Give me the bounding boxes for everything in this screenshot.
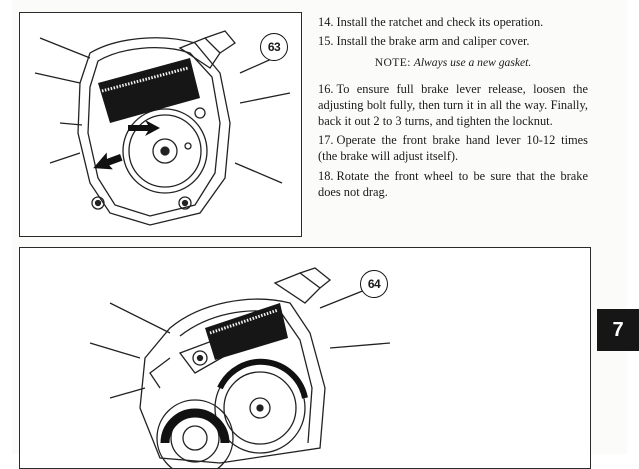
figure-64: 64 bbox=[19, 247, 591, 469]
figure-63: 63 bbox=[19, 12, 302, 237]
step-text: Install the ratchet and check its operat… bbox=[336, 15, 544, 29]
step-text: Install the brake arm and caliper cover. bbox=[336, 34, 530, 49]
note-label: NOTE: bbox=[374, 56, 411, 70]
step-number: 18. bbox=[318, 168, 334, 183]
note-body: Always use a new gasket. bbox=[413, 56, 532, 70]
instruction-step: 17.Operate the front brake hand lever 10… bbox=[318, 132, 588, 164]
figure-number-badge: 63 bbox=[260, 33, 288, 61]
brake-caliper-illustration-63 bbox=[34, 30, 291, 226]
instruction-text: 14.Install the ratchet and check its ope… bbox=[318, 14, 588, 203]
note: NOTE: Always use a new gasket. bbox=[318, 55, 588, 71]
brake-assembly-illustration-64 bbox=[89, 267, 391, 468]
chapter-tab: 7 bbox=[597, 309, 639, 351]
step-number: 16. bbox=[318, 81, 334, 96]
step-number: 17. bbox=[318, 133, 334, 148]
instruction-step: 18.Rotate the front wheel to be sure tha… bbox=[318, 168, 588, 200]
step-number: 15. bbox=[318, 34, 334, 49]
figure-number-badge: 64 bbox=[360, 270, 388, 298]
step-text: To ensure full brake lever release, loos… bbox=[318, 81, 588, 129]
step-text: Rotate the front wheel to be sure that t… bbox=[318, 168, 588, 199]
instruction-step: 15.Install the brake arm and caliper cov… bbox=[318, 33, 588, 49]
instruction-step: 14.Install the ratchet and check its ope… bbox=[318, 14, 588, 30]
instruction-step: 16.To ensure full brake lever release, l… bbox=[318, 81, 588, 130]
step-text: Operate the front brake hand lever 10-12… bbox=[318, 133, 588, 164]
step-number: 14. bbox=[318, 15, 334, 29]
